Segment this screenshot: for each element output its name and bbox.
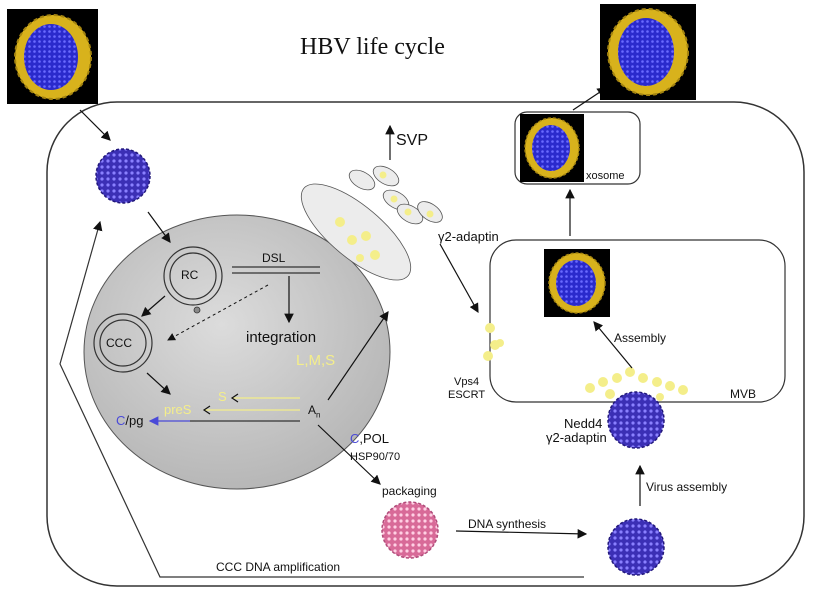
ccc-label: CCC [106, 336, 132, 350]
mvb-budding-svp [585, 367, 688, 401]
pg-label: /pg [125, 413, 144, 428]
gamma2-adaptin-top-label: γ2-adaptin [438, 229, 499, 244]
c-pol-label: C,POL [350, 431, 389, 446]
an-subscript: n [316, 410, 321, 420]
rc-circle-outer [163, 246, 223, 306]
vps4-label: Vps4 [454, 376, 480, 388]
virion-mvb [544, 249, 610, 317]
c-label: C [116, 413, 126, 428]
lms-label: L,M,S [296, 352, 336, 369]
rc-circle-inner [169, 252, 217, 300]
ccc-amplification-path [59, 220, 584, 578]
integration-label: integration [246, 329, 317, 346]
nedd4-label: Nedd4 [564, 416, 603, 431]
diagram-title: HBV life cycle [300, 34, 445, 60]
svp-label: SVP [396, 132, 429, 149]
rc-label: RC [181, 268, 199, 282]
exosome-label: xosome [586, 170, 625, 182]
virion-top-right [600, 4, 696, 100]
dna-synthesis-label: DNA synthesis [468, 517, 547, 531]
assembly-label: Assembly [614, 331, 667, 345]
capsid-mature [607, 518, 665, 576]
capsid-entry [95, 148, 151, 204]
mvb-label: MVB [730, 387, 757, 401]
pres-label: preS [164, 402, 192, 417]
hsp-label: HSP90/70 [350, 451, 401, 463]
capsid-packaging [381, 501, 439, 559]
c-pol-pol: ,POL [359, 431, 390, 446]
er-vesicle [300, 183, 412, 281]
dsl-label: DSL [262, 251, 286, 265]
ccc-amplification-label: CCC DNA amplification [216, 560, 341, 574]
gamma2-adaptin-bottom-label: γ2-adaptin [546, 430, 607, 445]
c-pol-c: C [350, 431, 360, 446]
s-label: S [218, 389, 227, 404]
an-label: An [308, 403, 320, 419]
virion-top-left [7, 9, 98, 104]
packaging-label: packaging [382, 484, 437, 498]
cell-membrane [46, 101, 805, 587]
ccc-circle-outer [93, 313, 153, 373]
a-label: A [308, 403, 317, 417]
svp-vesicle [348, 169, 376, 191]
escrt-label: ESCRT [448, 389, 486, 401]
mvb-compartment [489, 239, 786, 403]
virion-exosome [520, 114, 584, 182]
capsid-mvb [607, 391, 665, 449]
c-pg-label: C/pg [116, 413, 143, 428]
virus-assembly-label: Virus assembly [646, 480, 728, 494]
ccc-circle-inner [99, 319, 147, 367]
